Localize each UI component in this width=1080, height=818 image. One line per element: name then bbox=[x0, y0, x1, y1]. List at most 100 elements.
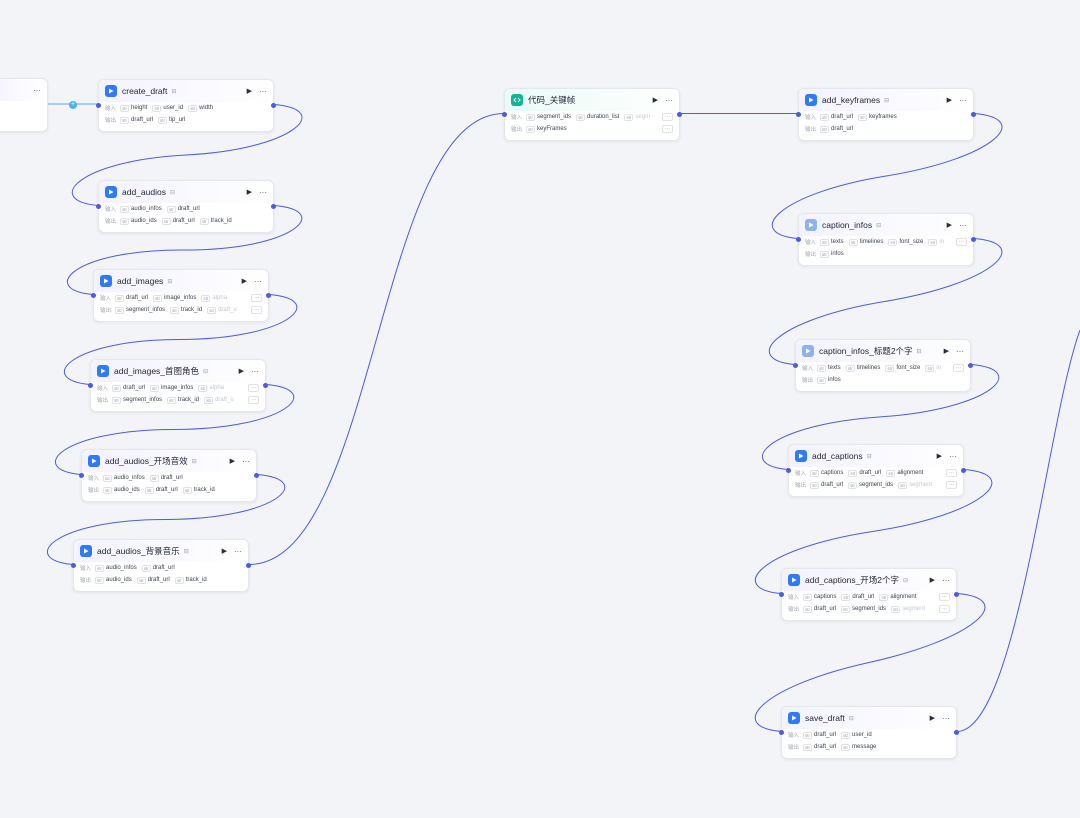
input-port[interactable] bbox=[779, 592, 784, 597]
run-icon[interactable]: ▶ bbox=[946, 222, 952, 229]
run-icon[interactable]: ▶ bbox=[246, 189, 252, 196]
output-port[interactable] bbox=[246, 563, 251, 568]
expand-params-icon[interactable]: ··· bbox=[248, 384, 259, 392]
node-header[interactable]: add_audios_开场音效⊟▶··· bbox=[82, 450, 256, 472]
output-port[interactable] bbox=[971, 237, 976, 242]
expand-params-icon[interactable]: ··· bbox=[946, 481, 957, 489]
node-header[interactable]: caption_infos⊟▶··· bbox=[799, 214, 973, 236]
input-port[interactable] bbox=[796, 112, 801, 117]
more-options-icon[interactable]: ··· bbox=[259, 187, 267, 197]
node-header[interactable]: save_draft⊟▶··· bbox=[782, 707, 956, 729]
type-icon: str bbox=[810, 481, 820, 489]
expand-params-icon[interactable]: ··· bbox=[662, 125, 673, 133]
more-options-icon[interactable]: ··· bbox=[665, 95, 673, 105]
run-icon[interactable]: ▶ bbox=[241, 278, 247, 285]
input-port[interactable] bbox=[91, 293, 96, 298]
expand-params-icon[interactable]: ··· bbox=[953, 364, 964, 372]
node-header[interactable]: add_captions⊟▶··· bbox=[789, 445, 963, 467]
run-icon[interactable]: ▶ bbox=[246, 88, 252, 95]
expand-params-icon[interactable]: ··· bbox=[251, 294, 262, 302]
node-title: caption_infos_标题2个字 bbox=[819, 346, 913, 356]
output-port[interactable] bbox=[266, 293, 271, 298]
node-header[interactable]: add_images_首图角色⊟▶··· bbox=[91, 360, 265, 382]
run-icon[interactable]: ▶ bbox=[929, 577, 935, 584]
connection-edge[interactable] bbox=[248, 113, 505, 565]
more-options-icon[interactable]: ··· bbox=[949, 451, 957, 461]
more-options-icon[interactable]: ··· bbox=[33, 85, 41, 95]
expand-params-icon[interactable]: ··· bbox=[939, 605, 950, 613]
expand-params-icon[interactable]: ··· bbox=[248, 396, 259, 404]
start-node[interactable]: ··· bbox=[0, 78, 48, 132]
more-options-icon[interactable]: ··· bbox=[942, 713, 950, 723]
run-icon[interactable]: ▶ bbox=[238, 368, 244, 375]
output-port[interactable] bbox=[263, 383, 268, 388]
add-node-button[interactable]: + bbox=[69, 101, 77, 109]
node-header[interactable]: add_audios⊟▶··· bbox=[99, 181, 273, 203]
output-port[interactable] bbox=[961, 468, 966, 473]
node-header[interactable]: add_audios_背景音乐⊟▶··· bbox=[74, 540, 248, 562]
output-port[interactable] bbox=[677, 112, 682, 117]
input-port[interactable] bbox=[96, 103, 101, 108]
node-header[interactable]: create_draft⊟▶··· bbox=[99, 80, 273, 102]
more-options-icon[interactable]: ··· bbox=[959, 95, 967, 105]
input-port[interactable] bbox=[96, 204, 101, 209]
more-options-icon[interactable]: ··· bbox=[959, 220, 967, 230]
more-options-icon[interactable]: ··· bbox=[956, 346, 964, 356]
input-port[interactable] bbox=[71, 563, 76, 568]
more-options-icon[interactable]: ··· bbox=[242, 456, 250, 466]
input-port[interactable] bbox=[786, 468, 791, 473]
expand-params-icon[interactable]: ··· bbox=[251, 306, 262, 314]
run-icon[interactable]: ▶ bbox=[229, 458, 235, 465]
more-options-icon[interactable]: ··· bbox=[254, 276, 262, 286]
output-port[interactable] bbox=[954, 730, 959, 735]
more-options-icon[interactable]: ··· bbox=[251, 366, 259, 376]
output-port[interactable] bbox=[968, 363, 973, 368]
run-icon[interactable]: ▶ bbox=[936, 453, 942, 460]
node-header[interactable]: add_keyframes⊟▶··· bbox=[799, 89, 973, 111]
output-port[interactable] bbox=[954, 592, 959, 597]
output-port[interactable] bbox=[971, 112, 976, 117]
run-icon[interactable]: ▶ bbox=[652, 97, 658, 104]
output-port[interactable] bbox=[254, 473, 259, 478]
expand-params-icon[interactable]: ··· bbox=[662, 113, 673, 121]
run-icon[interactable]: ▶ bbox=[943, 348, 949, 355]
more-options-icon[interactable]: ··· bbox=[259, 86, 267, 96]
expand-params-icon[interactable]: ··· bbox=[946, 469, 957, 477]
node-header[interactable]: add_captions_开场2个字⊟▶··· bbox=[782, 569, 956, 591]
input-port[interactable] bbox=[779, 730, 784, 735]
input-port[interactable] bbox=[88, 383, 93, 388]
input-port[interactable] bbox=[502, 112, 507, 117]
node-header[interactable]: add_images⊟▶··· bbox=[94, 270, 268, 292]
expand-params-icon[interactable]: ··· bbox=[939, 593, 950, 601]
output-port[interactable] bbox=[271, 204, 276, 209]
node-header[interactable]: caption_infos_标题2个字⊟▶··· bbox=[796, 340, 970, 362]
expand-params-icon[interactable]: ··· bbox=[956, 238, 967, 246]
type-icon: str bbox=[115, 294, 125, 302]
input-port[interactable] bbox=[796, 237, 801, 242]
run-icon[interactable]: ▶ bbox=[946, 97, 952, 104]
connection-edge[interactable] bbox=[956, 329, 1080, 732]
run-icon[interactable]: ▶ bbox=[929, 715, 935, 722]
more-options-icon[interactable]: ··· bbox=[942, 575, 950, 585]
more-options-icon[interactable]: ··· bbox=[234, 546, 242, 556]
input-port[interactable] bbox=[793, 363, 798, 368]
node-header[interactable]: 代码_关键帧▶··· bbox=[505, 89, 679, 111]
run-icon[interactable]: ▶ bbox=[221, 548, 227, 555]
input-port[interactable] bbox=[79, 473, 84, 478]
output-port[interactable] bbox=[271, 103, 276, 108]
